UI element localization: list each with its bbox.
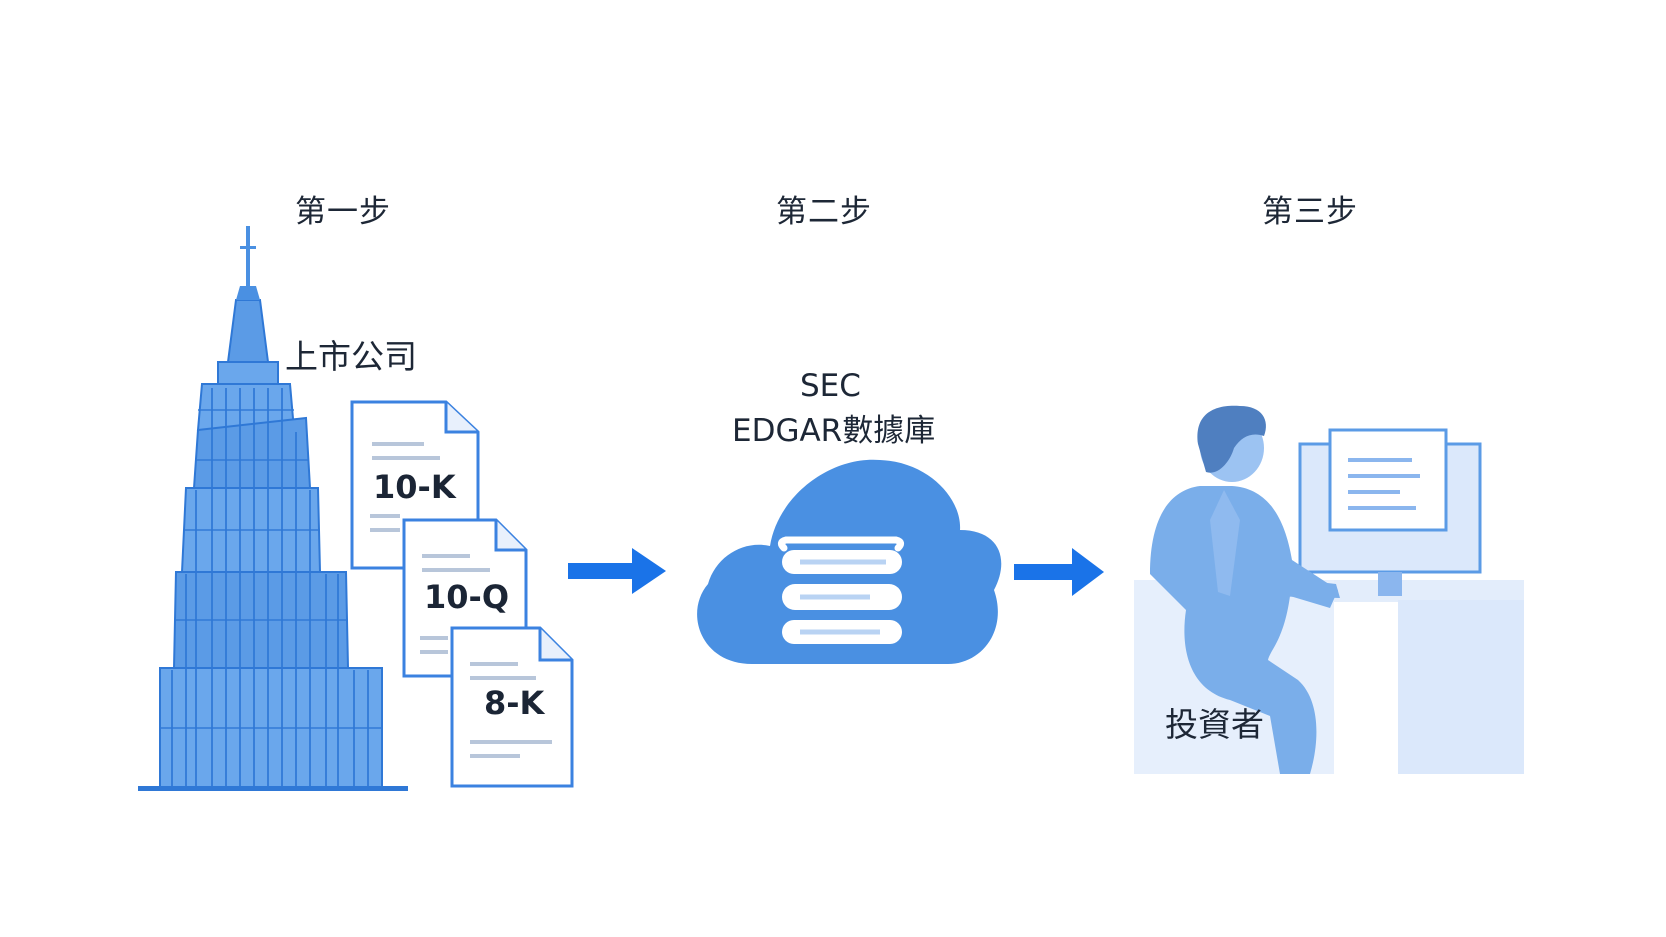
skyscraper-icon bbox=[138, 226, 408, 791]
investor-at-computer-icon bbox=[1134, 405, 1524, 774]
investor-label: 投資者 bbox=[1165, 705, 1264, 744]
step-1-label: 第一步 bbox=[295, 194, 391, 230]
database-label-line2: EDGAR數據庫 bbox=[732, 413, 936, 449]
document-8k-label: 8-K bbox=[484, 684, 546, 722]
cloud-database-icon bbox=[697, 459, 1002, 664]
document-8k-icon: 8-K bbox=[450, 626, 574, 788]
step-3-label: 第三步 bbox=[1262, 194, 1358, 230]
document-10q-label: 10-Q bbox=[424, 578, 509, 616]
arrow-right-icon bbox=[568, 548, 666, 594]
listed-company-label: 上市公司 bbox=[285, 337, 417, 376]
database-label-line1: SEC bbox=[800, 368, 861, 404]
database-stack-icon bbox=[777, 536, 905, 644]
document-10k-label: 10-K bbox=[373, 468, 457, 506]
step-2-label: 第二步 bbox=[776, 194, 872, 230]
arrow-right-icon bbox=[1014, 548, 1104, 596]
